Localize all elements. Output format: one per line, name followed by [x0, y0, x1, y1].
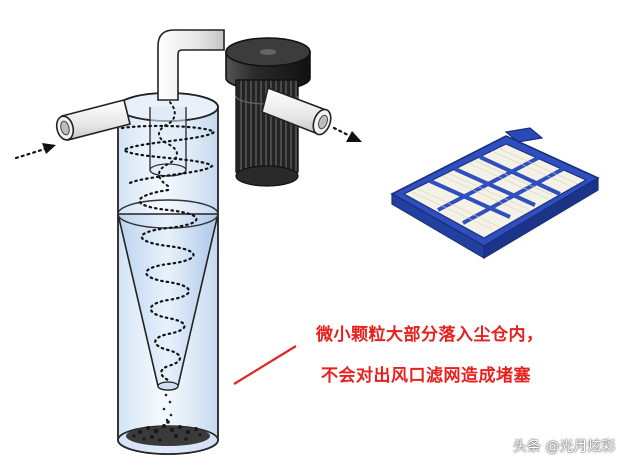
outlet-arrow-icon	[332, 126, 362, 142]
annotation-line-2: 不会对出风口滤网造成堵塞	[321, 366, 531, 386]
filter-tab	[504, 127, 544, 143]
crossover-pipe	[157, 29, 225, 101]
airflow-rising-spiral	[158, 99, 178, 187]
inlet-pipe	[55, 99, 131, 141]
filter-media	[402, 143, 588, 239]
cone-top-rim	[117, 199, 219, 229]
inlet-arrow-icon	[14, 143, 56, 160]
callout-leader-line	[233, 345, 297, 385]
outlet-pipe	[261, 86, 332, 136]
falling-particles	[162, 393, 173, 422]
motor-unit	[225, 37, 311, 187]
cyclone-body	[116, 92, 220, 455]
watermark: 头条 @光月炫彩	[513, 439, 616, 455]
airflow-spiral	[138, 188, 198, 382]
dust-pile	[126, 420, 210, 446]
annotation-line-1: 微小颗粒大部分落入尘仓内，	[316, 325, 544, 345]
hepa-filter	[390, 127, 600, 260]
airflow-upper-spiral	[120, 124, 216, 186]
